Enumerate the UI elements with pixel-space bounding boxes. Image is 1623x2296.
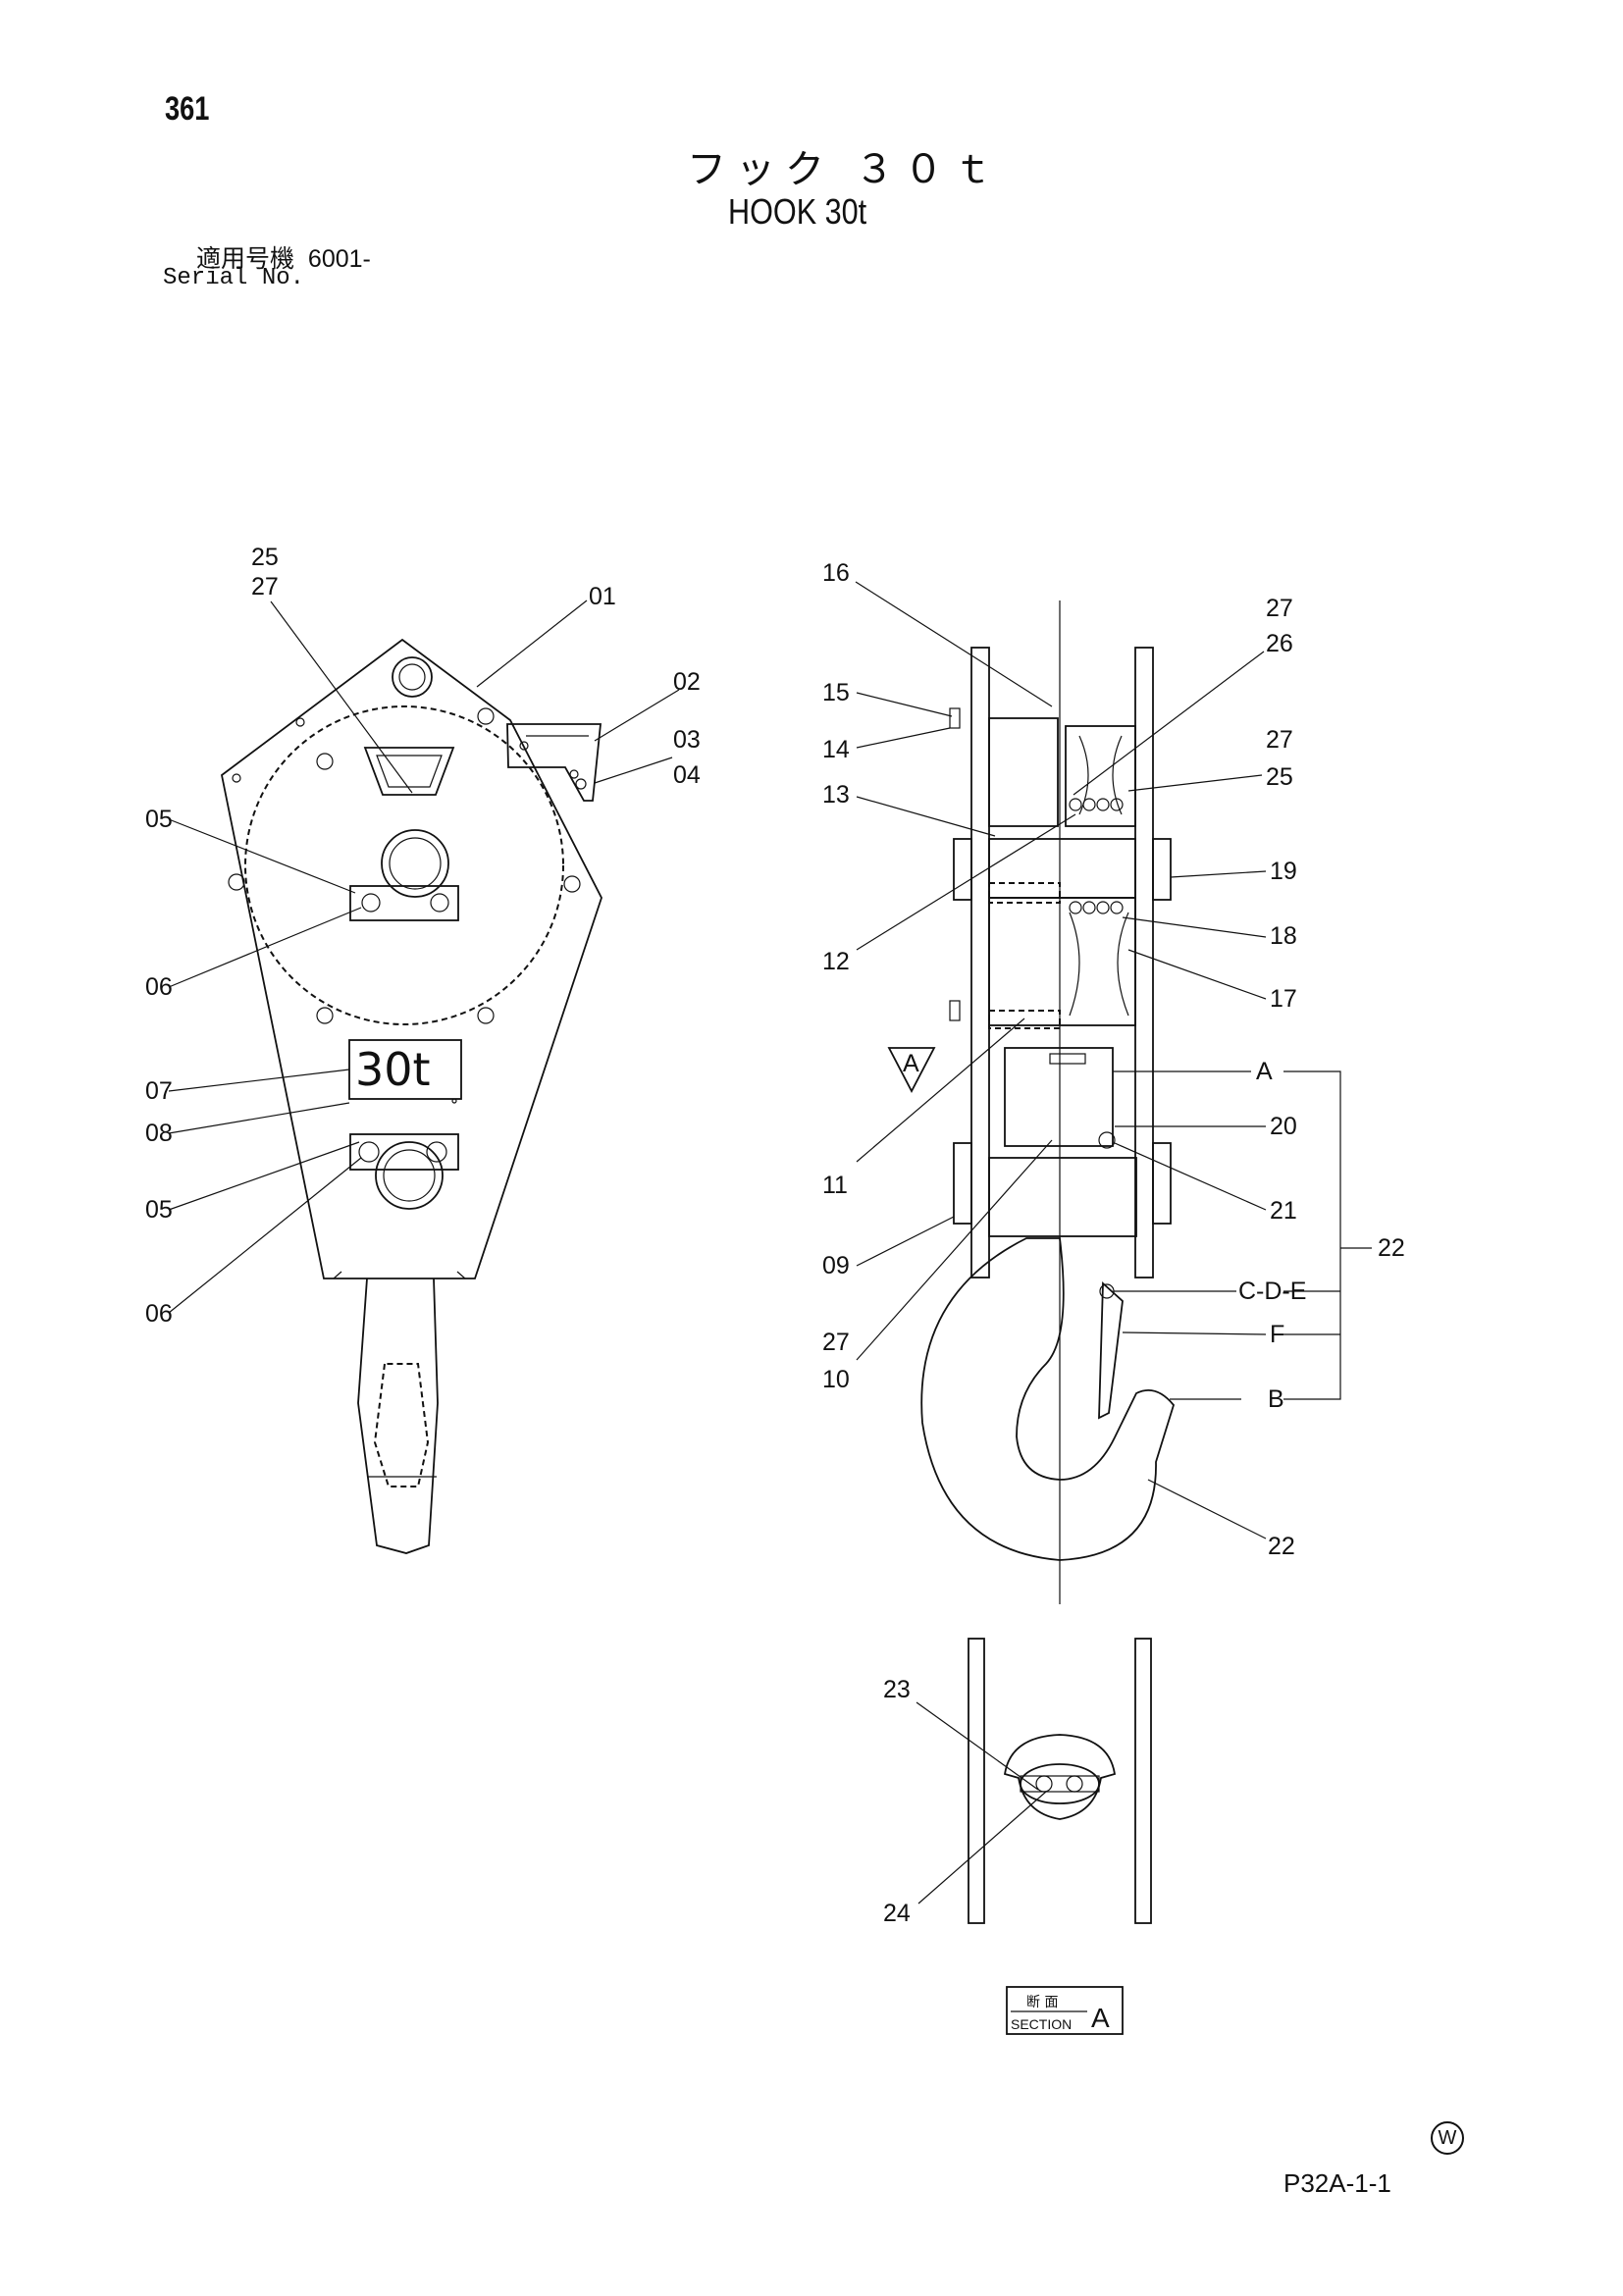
callout-27-left: 27 (251, 573, 279, 600)
callout-26: 26 (1266, 630, 1293, 657)
callout-01: 01 (589, 583, 616, 610)
callout-06-upper: 06 (145, 973, 173, 1001)
callout-07: 07 (145, 1077, 173, 1105)
callout-24: 24 (883, 1900, 911, 1927)
callout-08: 08 (145, 1120, 173, 1147)
section-tag-en: SECTION (1011, 2016, 1072, 2032)
hook-block-front-view: 30t (221, 638, 602, 1554)
callout-11: 11 (822, 1172, 848, 1199)
callout-05-upper: 05 (145, 806, 173, 833)
callout-A: A (1256, 1058, 1273, 1085)
callout-05-lower: 05 (145, 1196, 173, 1224)
serial-line: 適用号機 6001- (196, 239, 371, 275)
serial-label-en: Serial No. (163, 265, 305, 291)
callout-20: 20 (1270, 1113, 1297, 1140)
callout-06-lower: 06 (145, 1300, 173, 1328)
callout-15: 15 (822, 679, 850, 706)
callout-25-right: 25 (1266, 763, 1293, 791)
watermark-symbol: W (1431, 2121, 1464, 2155)
callout-21: 21 (1270, 1197, 1297, 1225)
callout-13: 13 (822, 781, 850, 809)
callout-25-left: 25 (251, 544, 279, 571)
callout-17: 17 (1270, 985, 1297, 1013)
callout-27-mid: 27 (1266, 726, 1293, 754)
section-arrow-letter: A (903, 1050, 919, 1077)
left-view-callouts: 25 27 01 02 03 04 05 06 07 08 05 06 (145, 544, 701, 1328)
drawing-code: P32A-1-1 (1283, 2168, 1391, 2198)
serial-value: 6001- (307, 245, 371, 273)
callout-27-top: 27 (1266, 595, 1293, 622)
title-japanese: フック ３０ｔ (687, 148, 1003, 191)
serial-label-jp: 適用号機 (196, 245, 295, 273)
callout-22-hook: 22 (1268, 1533, 1295, 1560)
callout-02: 02 (673, 668, 701, 696)
page-number: 361 (165, 90, 210, 128)
callout-03: 03 (673, 726, 701, 754)
callout-19: 19 (1270, 858, 1297, 885)
callout-22-bracket: 22 (1378, 1234, 1405, 1262)
callout-F: F (1270, 1321, 1284, 1348)
hook-block-side-view (920, 600, 1176, 1604)
callout-09: 09 (822, 1252, 850, 1279)
section-tag: 断 面 SECTION A (1006, 1986, 1124, 2035)
capacity-plate-text: 30t (355, 1043, 431, 1096)
callout-12: 12 (822, 948, 850, 975)
right-view-callouts: 16 27 26 15 14 27 25 13 19 12 18 17 A 20… (822, 559, 1405, 1560)
section-leaders (916, 1701, 1047, 1905)
callout-27-bottom: 27 (822, 1329, 850, 1356)
callout-04: 04 (673, 761, 701, 789)
callout-B: B (1268, 1385, 1284, 1413)
left-view-leaders (168, 600, 680, 1314)
title-english: HOOK 30t (728, 191, 867, 232)
callout-14: 14 (822, 736, 850, 763)
callout-16: 16 (822, 559, 850, 587)
section-tag-jp: 断 面 (1026, 1995, 1058, 2010)
callout-CDE: C-D-E (1238, 1278, 1306, 1305)
section-tag-letter: A (1091, 2003, 1110, 2033)
callout-18: 18 (1270, 922, 1297, 950)
section-view-arrow: A (887, 1047, 936, 1093)
right-view-leaders (855, 581, 1372, 1539)
callout-10: 10 (822, 1366, 850, 1393)
section-a-view (968, 1638, 1152, 1924)
callout-23: 23 (883, 1676, 911, 1703)
